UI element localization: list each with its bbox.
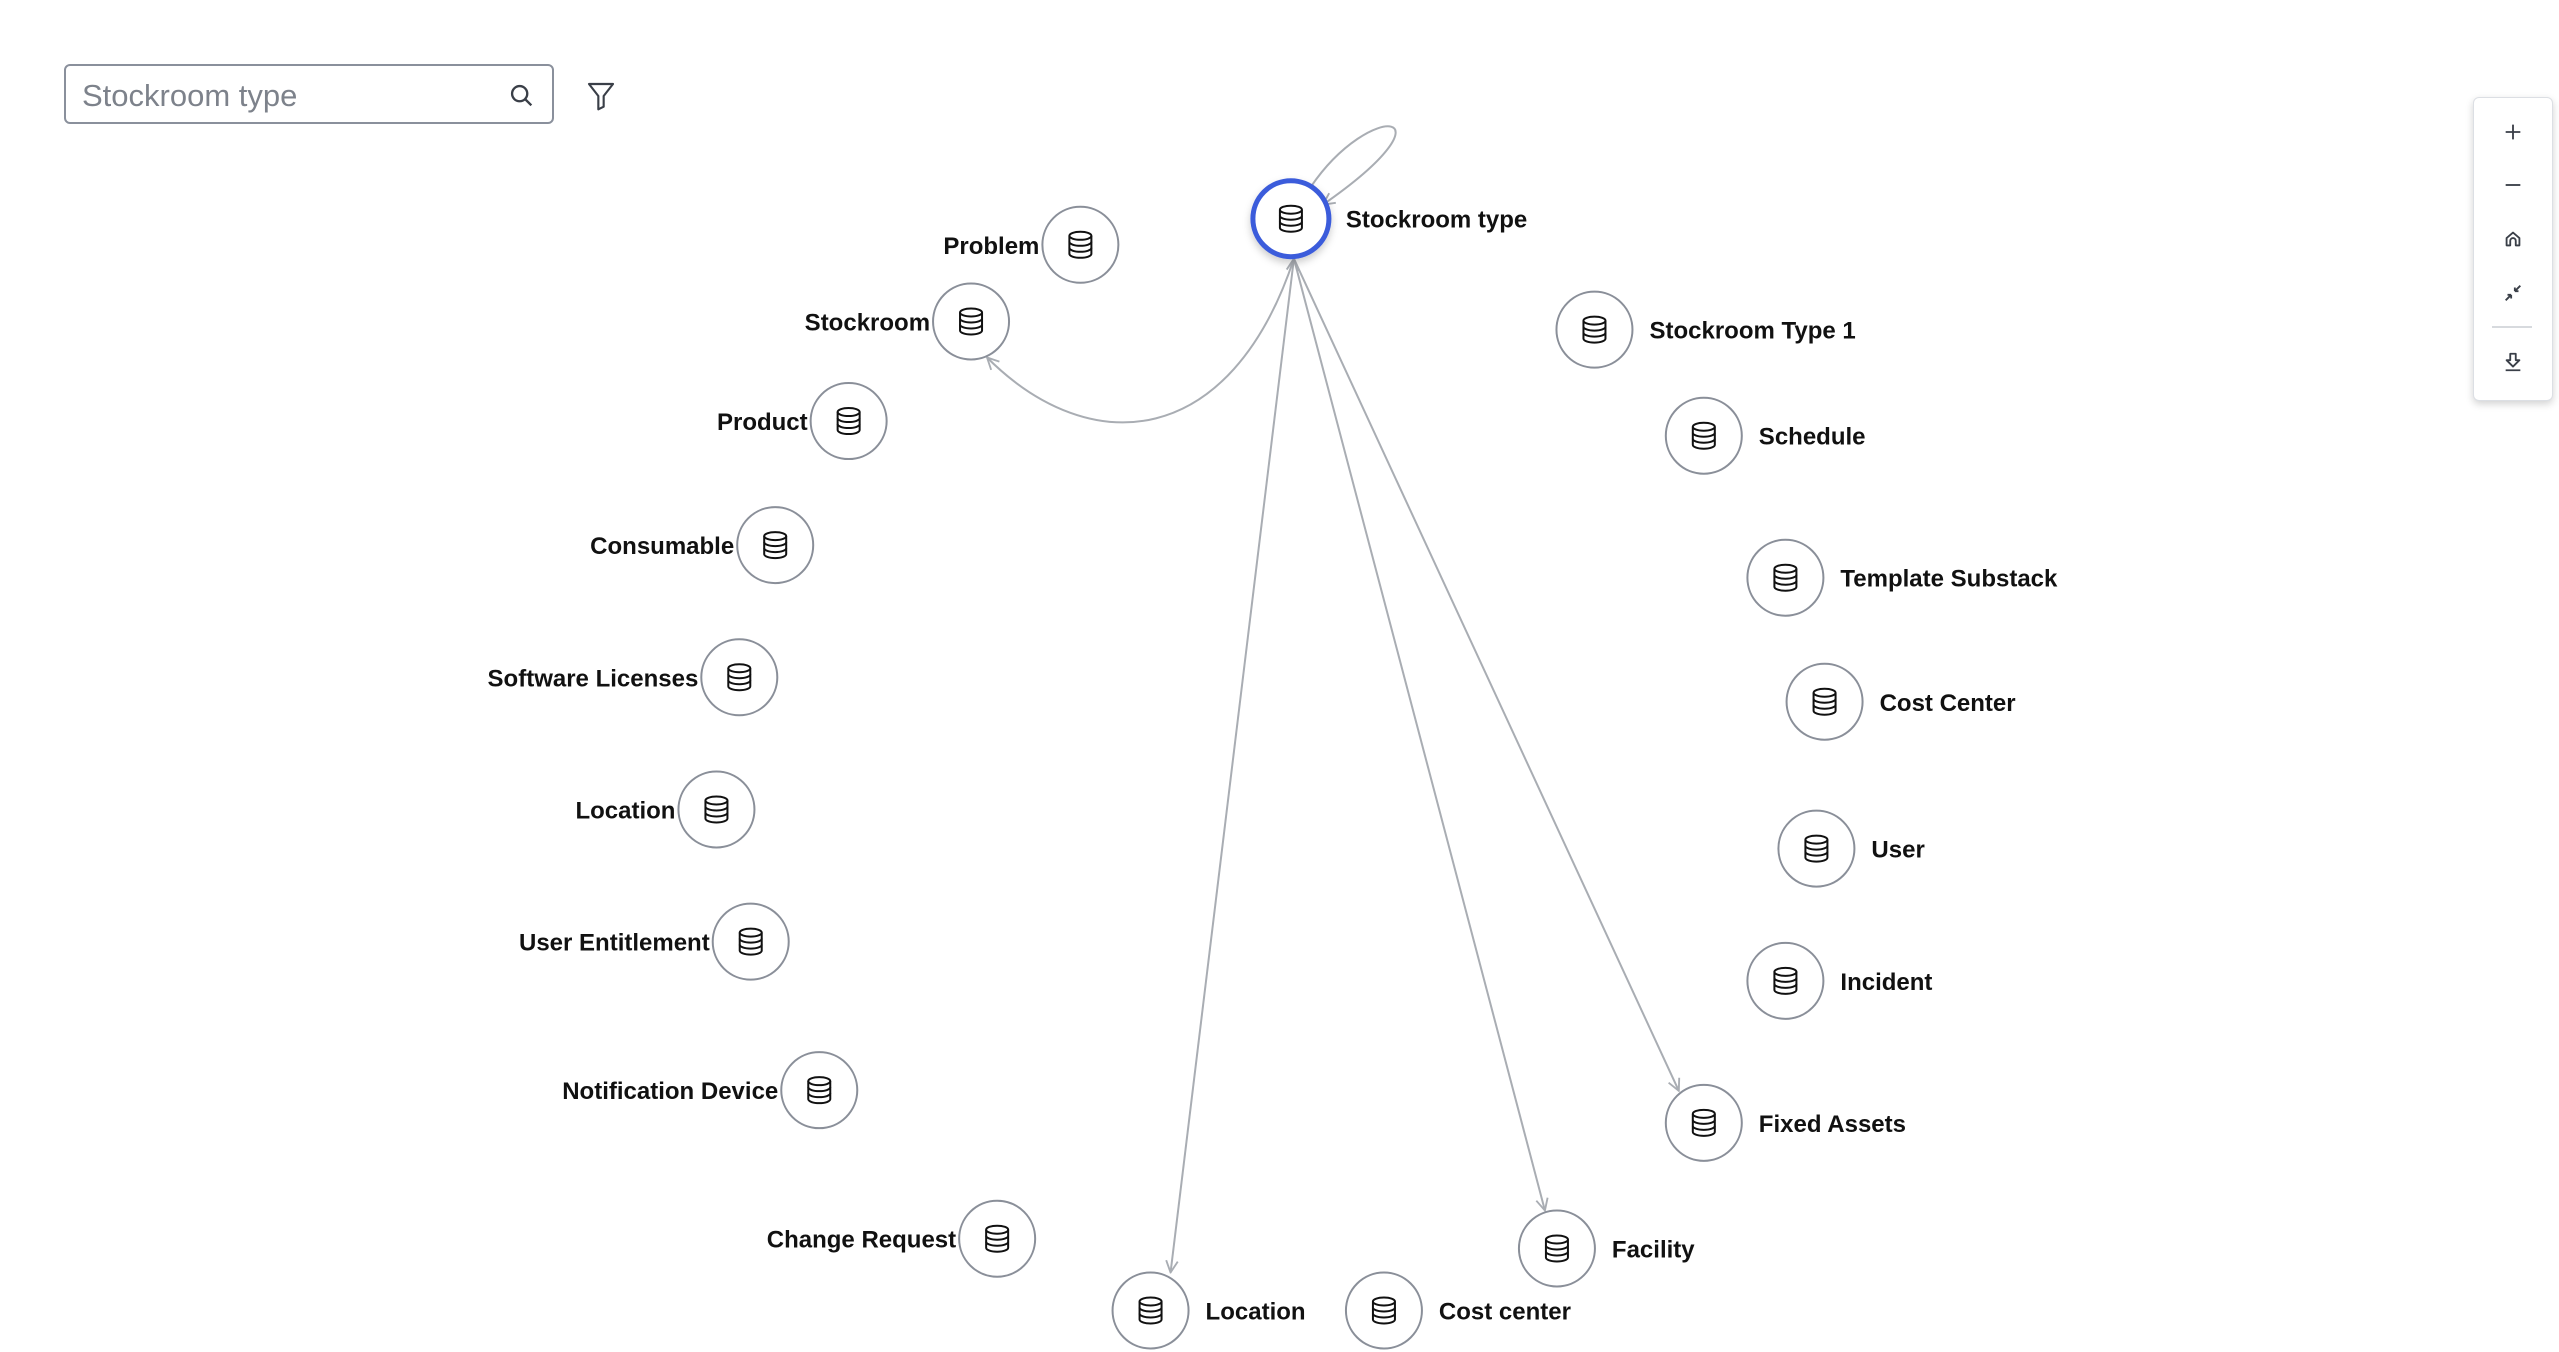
node-label: Product [717,409,808,436]
zoom-in-button[interactable] [2474,112,2552,152]
filter-icon[interactable] [585,80,617,112]
zoom-toolbar [2473,97,2553,401]
graph-node[interactable]: Stockroom [805,282,1011,361]
graph-node[interactable]: Fixed Assets [1664,1083,1906,1162]
graph-edge[interactable] [987,258,1295,424]
graph-node[interactable]: Template Substack [1746,538,2058,617]
graph-node[interactable]: Cost center [1344,1271,1571,1350]
node-circle[interactable] [1041,205,1120,284]
download-button[interactable] [2474,342,2552,382]
node-label: Location [575,797,675,824]
home-icon [2505,231,2521,247]
graph-node[interactable]: Facility [1517,1209,1695,1288]
node-label: Location [1206,1298,1306,1325]
node-circle[interactable] [1250,178,1332,260]
graph-node[interactable]: User [1777,809,1925,888]
graph-node-center[interactable]: Stockroom type [1250,178,1527,260]
node-label: Template Substack [1840,566,2058,593]
node-label: Software Licenses [488,665,699,692]
graph-node[interactable]: Incident [1746,941,1932,1020]
plus-icon [2505,124,2521,140]
graph-node[interactable]: Notification Device [562,1051,859,1130]
graph-edge[interactable] [1292,258,1545,1211]
node-label: Cost center [1439,1298,1571,1325]
node-label: Change Request [767,1227,956,1254]
graph-node[interactable]: Location [1111,1271,1306,1350]
graph-node[interactable]: User Entitlement [519,902,790,981]
graph-node[interactable]: Location [575,770,756,849]
graph-edge[interactable] [1293,258,1679,1091]
node-label: User Entitlement [519,930,710,957]
graph-node[interactable]: Software Licenses [488,638,779,717]
node-label: Notification Device [562,1078,778,1105]
graph-edge[interactable] [1310,125,1397,204]
node-label: Incident [1840,969,1932,996]
search-box[interactable] [64,64,554,124]
collapse-button[interactable] [2474,273,2552,313]
zoom-out-button[interactable] [2474,165,2552,205]
home-button[interactable] [2474,219,2552,259]
node-label: Stockroom [805,310,930,337]
node-label: Schedule [1759,424,1866,451]
node-label: Consumable [590,533,734,560]
graph-node[interactable]: Consumable [590,506,815,585]
graph-node[interactable]: Problem [943,205,1120,284]
toolbar-divider [2492,326,2532,328]
search-icon[interactable] [508,82,536,110]
node-label: Facility [1612,1236,1695,1263]
graph-node[interactable]: Cost Center [1785,662,2016,741]
minus-icon [2505,184,2521,186]
graph-node[interactable]: Stockroom Type 1 [1555,290,1856,369]
collapse-arrows-icon [2505,285,2521,301]
node-label: Problem [943,233,1039,260]
graph-node[interactable]: Product [717,382,888,461]
node-label: Stockroom type [1346,207,1527,234]
node-label: Cost Center [1880,690,2016,717]
node-label: User [1871,837,1924,864]
download-icon [2505,352,2521,372]
graph-node[interactable]: Change Request [767,1199,1037,1278]
graph-node[interactable]: Schedule [1664,396,1866,475]
node-label: Fixed Assets [1759,1111,1906,1138]
graph-edge[interactable] [1171,259,1294,1273]
search-input[interactable] [80,76,484,116]
node-label: Stockroom Type 1 [1649,318,1855,345]
